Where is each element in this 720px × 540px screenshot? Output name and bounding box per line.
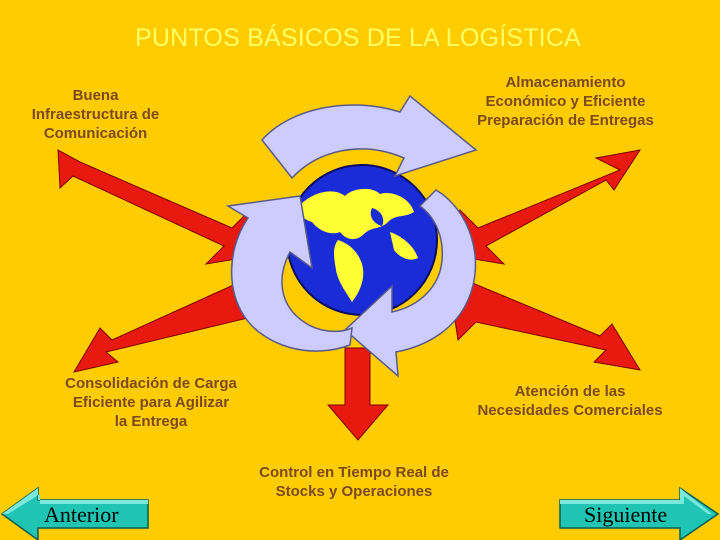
arrow-down-right-icon [451,281,642,371]
globe-icon [286,164,438,316]
right-arrow-icon [559,486,720,540]
recycle-arrow-left [225,195,353,352]
point-consolidation-label: Consolidación de Carga Eficiente para Ag… [36,374,266,431]
arrow-up-right-icon [443,149,642,265]
point-storage-line-1: Almacenamiento [505,74,626,91]
previous-button-label: Anterior [44,502,119,527]
point-storage-line-3: Preparación de Entregas [477,112,654,129]
point-consolidation-line-3: la Entrega [114,413,188,430]
next-button[interactable]: Siguiente [558,486,720,540]
point-attention-label: Atención de las Necesidades Comerciales [452,382,688,420]
point-control-line-1: Control en Tiempo Real de [259,464,449,481]
left-arrow-icon [0,486,149,540]
next-button-label: Siguiente [584,502,668,527]
point-storage-label: Almacenamiento Económico y Eficiente Pre… [448,73,683,130]
point-communication-line-2: Infraestructura de [31,106,160,123]
point-attention-line-1: Atención de las [514,383,626,400]
previous-button[interactable]: Anterior [0,486,150,540]
recycle-arrow-top [261,94,478,180]
recycle-arrows-icon [225,94,478,378]
recycle-arrow-right [343,189,477,378]
point-storage-line-2: Económico y Eficiente [485,93,646,110]
point-communication-label: Buena Infraestructura de Comunicación [8,86,183,143]
point-communication-line-1: Buena [72,87,119,104]
point-consolidation-line-2: Eficiente para Agilizar [72,394,230,411]
point-attention-line-2: Necesidades Comerciales [477,402,663,419]
point-consolidation-line-1: Consolidación de Carga [65,375,237,392]
point-control-line-2: Stocks y Operaciones [275,483,433,500]
page-title: PUNTOS BÁSICOS DE LA LOGÍSTICA [135,24,581,52]
point-communication-line-3: Comunicación [43,125,148,142]
point-control-label: Control en Tiempo Real de Stocks y Opera… [228,463,480,501]
arrow-down-icon [326,347,390,441]
red-arrows [57,149,642,441]
